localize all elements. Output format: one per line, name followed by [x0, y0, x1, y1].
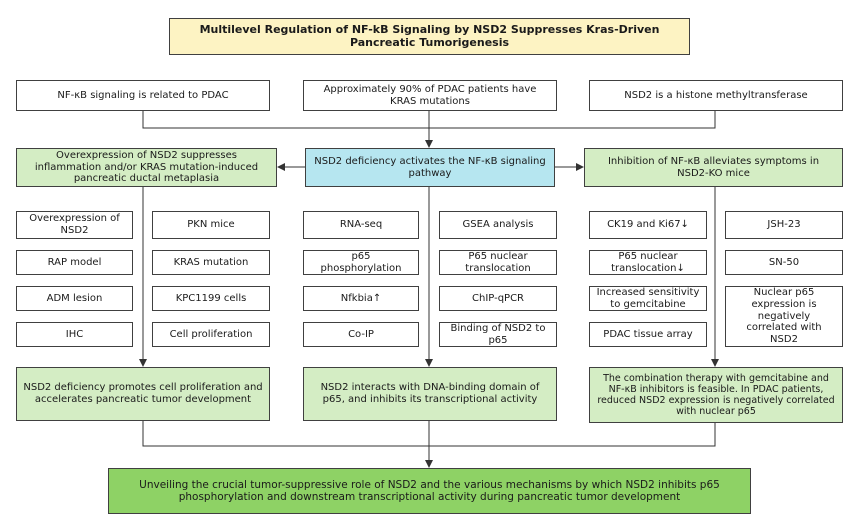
method-text: KPC1199 cells [175, 292, 247, 304]
method-text: JSH-23 [767, 219, 801, 231]
finding-inhibition-nfkb: Inhibition of NF-κB alleviates symptoms … [584, 148, 843, 187]
finding-overexpression-nsd2: Overexpression of NSD2 suppresses inflam… [16, 148, 277, 187]
method-text: CK19 and Ki67↓ [607, 219, 689, 231]
method-text: Nfkbia↑ [340, 292, 382, 304]
method-gsea-analysis: GSEA analysis [439, 211, 557, 239]
result-dna-binding-p65: NSD2 interacts with DNA-binding domain o… [303, 367, 557, 421]
method-gemcitabine-sensitivity: Increased sensitivity to gemcitabine [589, 286, 707, 311]
method-text: ChIP-qPCR [472, 292, 524, 304]
premise-nsd2-text: NSD2 is a histone methyltransferase [624, 89, 808, 101]
method-adm-lesion: ADM lesion [16, 286, 133, 311]
method-pdac-tissue-array: PDAC tissue array [589, 322, 707, 347]
method-overexpression-nsd2: Overexpression of NSD2 [16, 211, 133, 239]
method-text: Cell proliferation [169, 328, 253, 340]
diagram-title-text: Multilevel Regulation of NF-kB Signaling… [199, 22, 660, 49]
method-pkn-mice: PKN mice [152, 211, 270, 239]
method-nuclear-p65-correlation: Nuclear p65 expression is negatively cor… [725, 286, 843, 347]
connector-result-right [429, 423, 716, 447]
method-text: RAP model [47, 256, 102, 268]
premise-nfkb-pdac: NF-κB signaling is related to PDAC [16, 80, 270, 111]
method-text: KRAS mutation [173, 256, 249, 268]
connector-premise-right [429, 111, 716, 129]
method-kras-mutation: KRAS mutation [152, 250, 270, 275]
method-text: P65 nuclear translocation [465, 250, 531, 274]
method-nfkbia: Nfkbia↑ [303, 286, 419, 311]
method-text: SN-50 [768, 256, 800, 268]
result-center-text: NSD2 interacts with DNA-binding domain o… [320, 382, 540, 405]
method-text: IHC [65, 328, 84, 340]
result-left-text: NSD2 deficiency promotes cell proliferat… [23, 382, 263, 405]
method-chip-qpcr: ChIP-qPCR [439, 286, 557, 311]
method-binding-nsd2-p65: Binding of NSD2 to p65 [439, 322, 557, 347]
premise-kras-mutation: Approximately 90% of PDAC patients have … [303, 80, 557, 111]
diagram-title: Multilevel Regulation of NF-kB Signaling… [169, 18, 690, 55]
method-jsh-23: JSH-23 [725, 211, 843, 239]
connector-result-left [142, 421, 429, 447]
method-text: P65 nuclear translocation↓ [611, 250, 685, 274]
method-co-ip: Co-IP [303, 322, 419, 347]
conclusion-box: Unveiling the crucial tumor-suppressive … [108, 468, 751, 514]
method-text: Binding of NSD2 to p65 [450, 322, 546, 346]
method-rna-seq: RNA-seq [303, 211, 419, 239]
method-text: Increased sensitivity to gemcitabine [596, 286, 700, 310]
method-text: PDAC tissue array [603, 328, 693, 340]
method-text: p65 phosphorylation [320, 250, 402, 274]
method-p65-nuclear-translocation: P65 nuclear translocation [439, 250, 557, 275]
method-text: Nuclear p65 expression is negatively cor… [746, 287, 822, 346]
finding-inhibition-nfkb-text: Inhibition of NF-κB alleviates symptoms … [607, 155, 820, 179]
connector-premise-left [142, 111, 429, 129]
result-right-text: The combination therapy with gemcitabine… [597, 372, 835, 418]
premise-nfkb-pdac-text: NF-κB signaling is related to PDAC [57, 89, 229, 101]
method-sn-50: SN-50 [725, 250, 843, 275]
method-rap-model: RAP model [16, 250, 133, 275]
method-text: PKN mice [187, 219, 235, 231]
method-ihc: IHC [16, 322, 133, 347]
premise-kras-mutation-text: Approximately 90% of PDAC patients have … [323, 83, 537, 107]
method-p65-phosphorylation: p65 phosphorylation [303, 250, 419, 275]
method-text: ADM lesion [46, 292, 103, 304]
method-text: Co-IP [348, 328, 374, 340]
method-text: GSEA analysis [462, 219, 534, 231]
method-kpc1199-cells: KPC1199 cells [152, 286, 270, 311]
method-text: Overexpression of NSD2 [29, 213, 120, 236]
result-combination-therapy: The combination therapy with gemcitabine… [589, 367, 843, 423]
method-cell-proliferation: Cell proliferation [152, 322, 270, 347]
method-text: RNA-seq [339, 219, 383, 231]
finding-nsd2-deficiency: NSD2 deficiency activates the NF-κB sign… [305, 148, 555, 187]
method-ck19-ki67: CK19 and Ki67↓ [589, 211, 707, 239]
finding-nsd2-deficiency-text: NSD2 deficiency activates the NF-κB sign… [314, 155, 546, 179]
result-cell-proliferation: NSD2 deficiency promotes cell proliferat… [16, 367, 270, 421]
method-p65-translocation-down: P65 nuclear translocation↓ [589, 250, 707, 275]
finding-overexpression-nsd2-text: Overexpression of NSD2 suppresses inflam… [34, 149, 259, 185]
premise-nsd2-methyltransferase: NSD2 is a histone methyltransferase [589, 80, 843, 111]
conclusion-text: Unveiling the crucial tumor-suppressive … [139, 478, 720, 503]
